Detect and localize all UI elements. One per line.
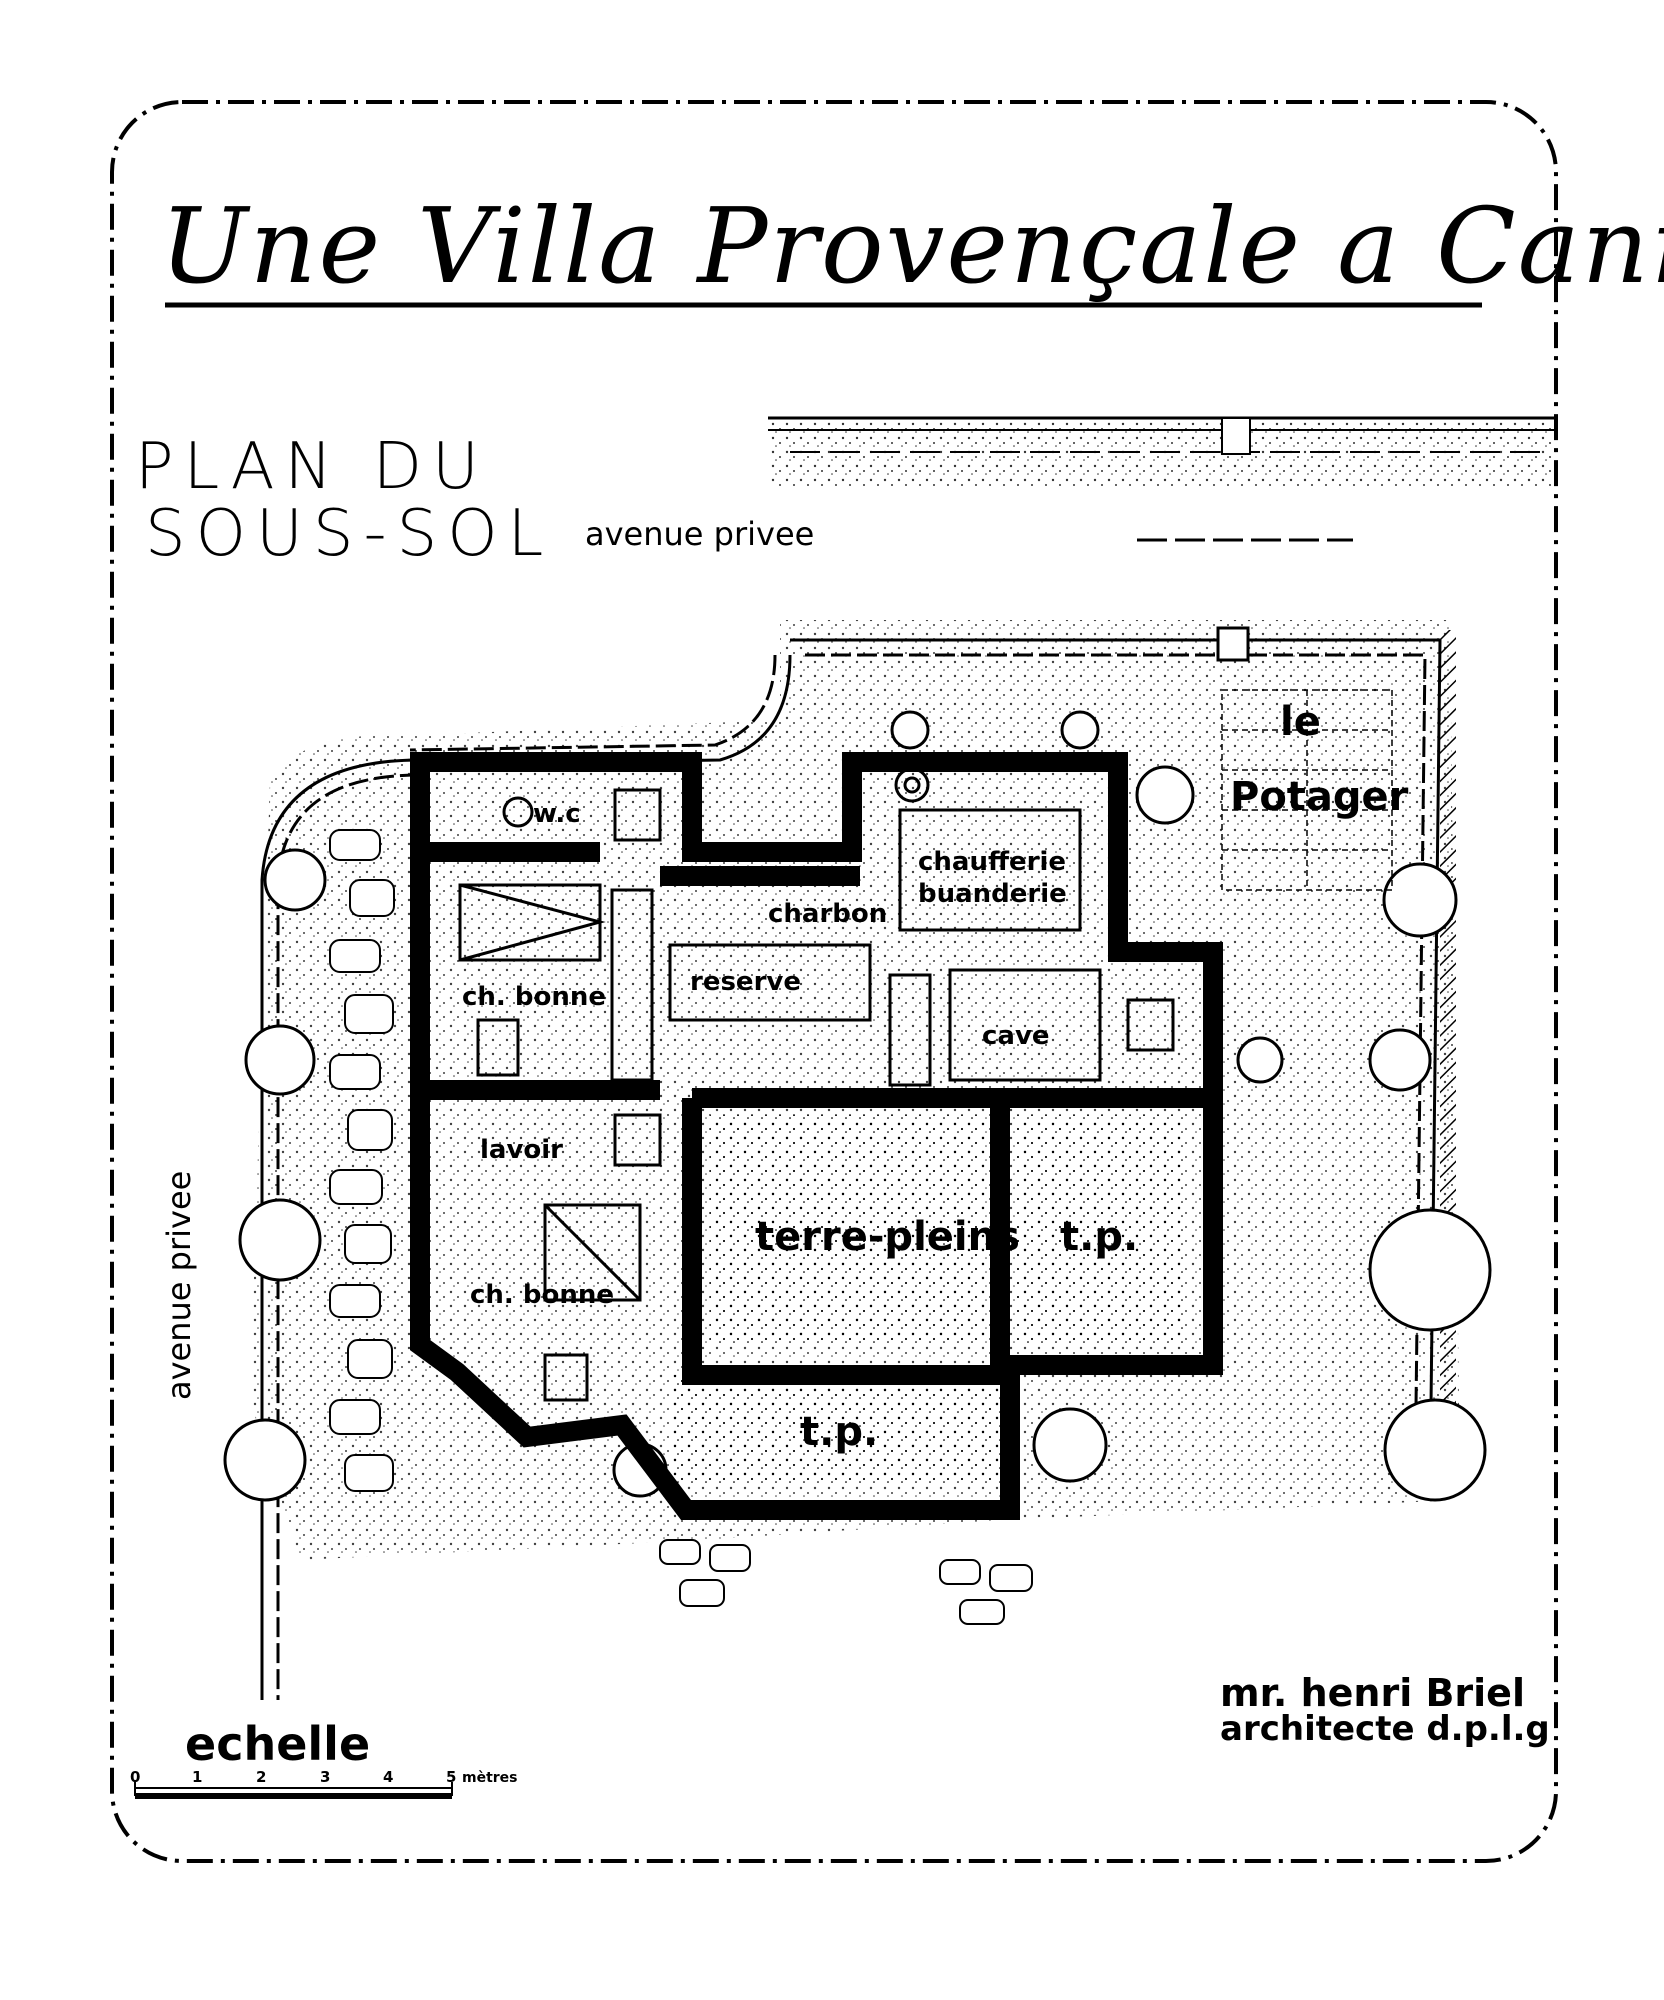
room-label-charbon: charbon bbox=[768, 899, 887, 929]
room-label-reserve: reserve bbox=[690, 967, 801, 997]
potager-beds bbox=[1221, 689, 1393, 891]
interior-lines bbox=[458, 767, 1175, 1402]
scale-tick-5: 5 bbox=[446, 1768, 456, 1786]
scale-tick-4: 4 bbox=[383, 1768, 393, 1786]
plan-title-line2: SOUS-SOL bbox=[145, 497, 553, 571]
architect-name: mr. henri Briel bbox=[1220, 1671, 1525, 1715]
tp-lower-area bbox=[670, 1375, 1000, 1485]
room-label-lavoir: lavoir bbox=[480, 1135, 563, 1165]
scale-unit: mètres bbox=[462, 1770, 518, 1786]
scale-tick-1: 1 bbox=[192, 1768, 202, 1786]
room-label-buanderie: buanderie bbox=[918, 879, 1067, 909]
street-left-label: avenue privee bbox=[160, 1171, 198, 1400]
architect-title: architecte d.p.l.g bbox=[1220, 1709, 1550, 1749]
garden-label-le: le bbox=[1280, 699, 1321, 745]
scale-tick-0: 0 bbox=[130, 1768, 140, 1786]
room-label-chaufferie: chaufferie bbox=[918, 847, 1066, 877]
scale-tick-2: 2 bbox=[256, 1768, 266, 1786]
garden-label-potager: Potager bbox=[1230, 774, 1409, 820]
street-top-label: avenue privee bbox=[585, 515, 814, 553]
garden-wall-hatch bbox=[1440, 630, 1456, 1490]
room-label-tp-right: t.p. bbox=[1060, 1214, 1138, 1260]
room-label-wc: w.c bbox=[533, 799, 581, 829]
room-label-terre-pleins: terre-pleins bbox=[755, 1214, 1020, 1260]
room-label-tp-lower: t.p. bbox=[800, 1409, 878, 1455]
top-road bbox=[768, 416, 1556, 486]
drawing-title: Une Villa Provençale a Cannes bbox=[160, 185, 1664, 307]
scale-bar: echelle 0 1 2 3 4 5 mètres bbox=[130, 1717, 518, 1799]
trees bbox=[223, 710, 1492, 1502]
room-label-ch-bonne-lower: ch. bonne bbox=[470, 1280, 614, 1310]
scale-label: echelle bbox=[185, 1717, 370, 1771]
room-label-ch-bonne-upper: ch. bonne bbox=[462, 982, 606, 1012]
scale-tick-3: 3 bbox=[320, 1768, 330, 1786]
plan-title-line1: PLAN DU bbox=[135, 430, 489, 504]
frame-border bbox=[110, 100, 1558, 1863]
tp-right-area bbox=[1015, 1115, 1185, 1345]
terre-plein-area bbox=[710, 1115, 985, 1345]
building-walls bbox=[410, 752, 1223, 1520]
room-label-cave: cave bbox=[982, 1021, 1050, 1051]
paving-stones bbox=[329, 829, 1033, 1625]
